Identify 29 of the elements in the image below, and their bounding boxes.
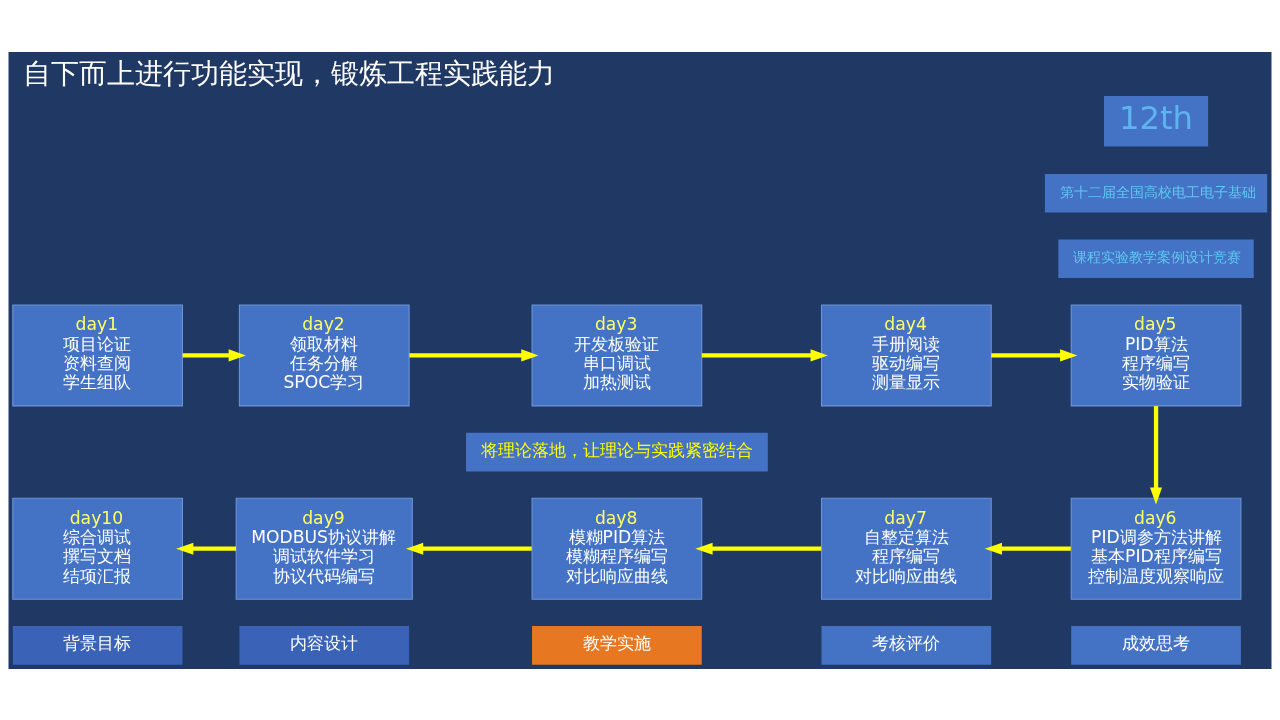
arrow: [701, 348, 828, 361]
label: 将理论落地，让理论与实践紧密结合: [481, 439, 754, 460]
node-box: day5 PID算法 程序编写 实物验证: [1070, 303, 1242, 406]
arrow: [695, 542, 822, 555]
node-box: day8 模糊PID算法 模糊程序编写 对比响应曲线: [531, 497, 703, 600]
arrow: [1150, 405, 1163, 505]
label: 12th: [1118, 98, 1194, 137]
node-box: day1 项目论证 资料查阅 学生组队: [12, 303, 184, 406]
node-box: day3 开发板验证 串口调试 加热测试: [531, 303, 703, 406]
arrow: [984, 542, 1071, 555]
node-box: day4 手册阅读 驱动编写 测量显示: [820, 303, 992, 406]
arrow: [176, 542, 236, 555]
node-box: day2 领取材料 任务分解 SPOC学习: [238, 303, 410, 406]
arrow: [405, 542, 532, 555]
label: 课程实验教学案例设计竞赛: [1073, 248, 1242, 265]
label: 考核评价: [871, 632, 940, 653]
node-box: day10 综合调试 撰写文档 结项汇报: [12, 497, 184, 600]
label: 背景目标: [63, 632, 132, 653]
arrow: [409, 348, 539, 361]
node-box: day7 自整定算法 程序编写 对比响应曲线: [820, 497, 992, 600]
diagram-title: 自下而上进行功能实现，锻炼工程实践能力: [23, 56, 556, 90]
arrow: [182, 348, 246, 361]
node-box: day9 MODBUS协议讲解 调试软件学习 协议代码编写: [235, 497, 413, 600]
node-box: day6 PID调参方法讲解 基本PID程序编写 控制温度观察响应: [1070, 497, 1242, 600]
arrow: [991, 348, 1078, 361]
label: 教学实施: [582, 632, 651, 653]
label: 内容设计: [289, 632, 358, 653]
label: 第十二届全国高校电工电子基础: [1059, 183, 1256, 200]
label: 成效思考: [1121, 632, 1190, 653]
